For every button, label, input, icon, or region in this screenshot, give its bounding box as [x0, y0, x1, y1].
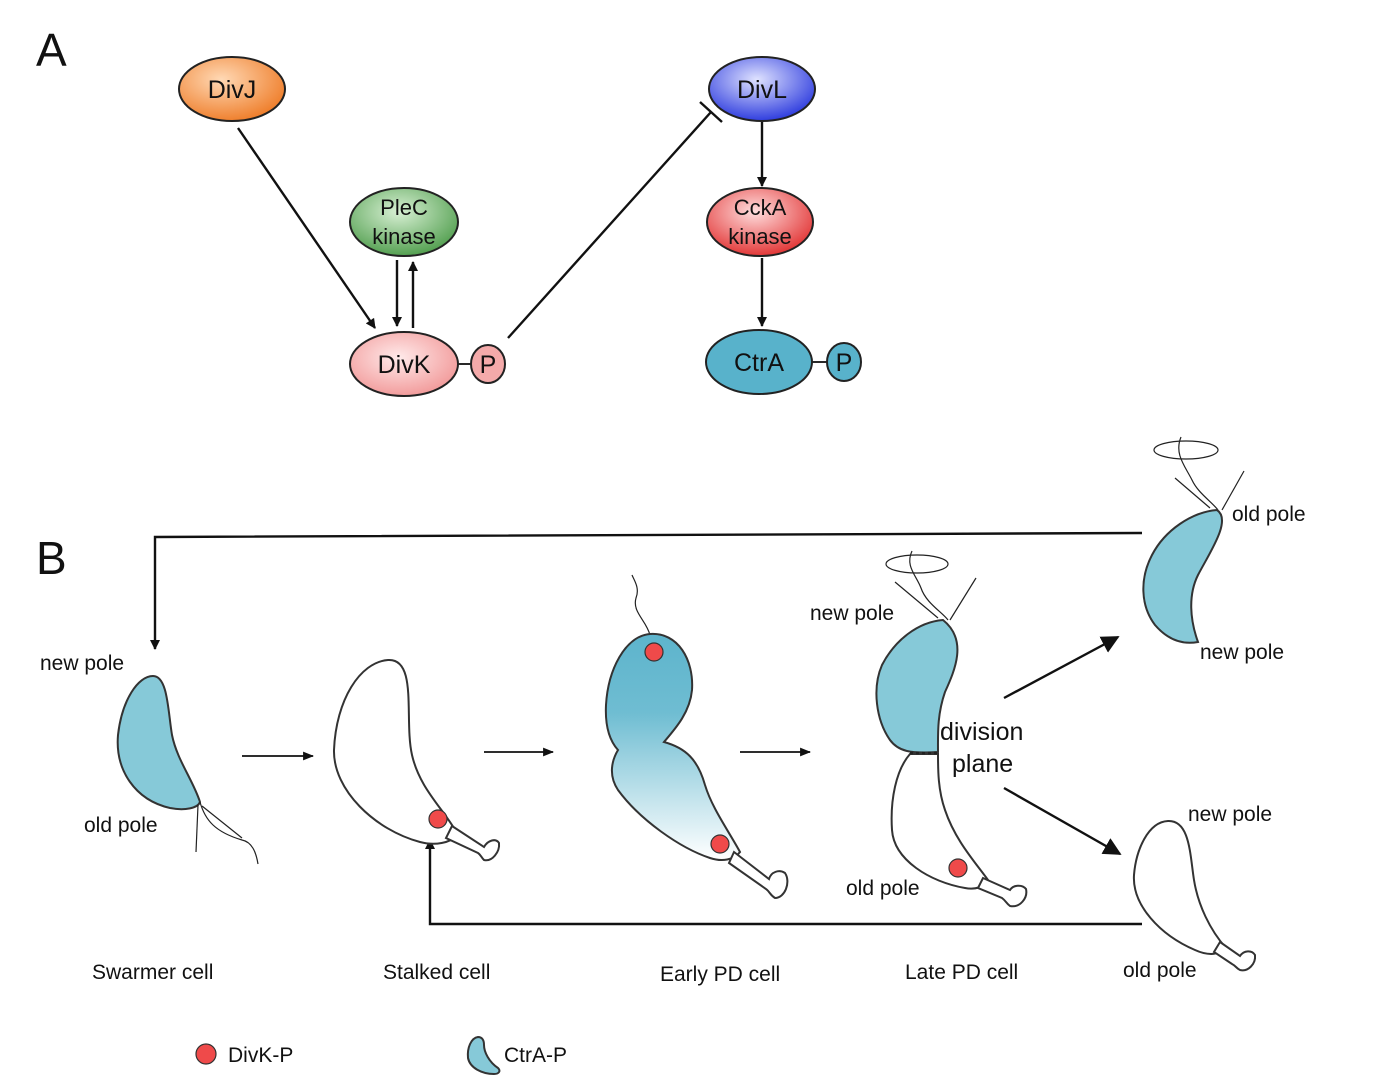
bottom-new-pole-label: new pole — [1188, 803, 1272, 826]
node-divj: DivJ — [178, 56, 286, 122]
swarmer-daughter-cell — [1142, 436, 1245, 644]
early-stalk — [727, 850, 789, 900]
panel-a-label: A — [36, 24, 67, 76]
loop-arrow-to-swarmer — [150, 531, 1143, 650]
late-divk-p-dot — [948, 858, 968, 878]
top-new-pole-label: new pole — [1200, 641, 1284, 664]
ctra-p-label: P — [836, 349, 853, 377]
swarmer-new-pole-label: new pole — [40, 652, 124, 675]
ccka-label-line2: kinase — [728, 224, 792, 249]
legend-divk-p-label: DivK-P — [228, 1044, 293, 1067]
late-new-pole-label: new pole — [810, 602, 894, 625]
divk-label: DivK — [378, 351, 431, 379]
early-divk-p-dot-bottom — [710, 834, 730, 854]
stage-caption-early-pd: Early PD cell — [660, 963, 780, 986]
node-plec-kinase: PleC kinase — [349, 187, 459, 257]
ccka-label-line1: CckA — [734, 195, 787, 220]
bottom-old-pole-label: old pole — [1123, 959, 1197, 982]
divk-p-label: P — [480, 351, 497, 379]
stage-caption-swarmer: Swarmer cell — [92, 961, 213, 984]
top-old-pole-label: old pole — [1232, 503, 1306, 526]
late-pd-cell — [875, 550, 1028, 908]
stalked-divk-p-dot — [428, 809, 448, 829]
arrow-divj-to-divk — [237, 127, 376, 329]
daughter-stalk — [1212, 940, 1257, 972]
legend-ctra-p-label: CtrA-P — [504, 1044, 567, 1067]
stalked-daughter-cell — [1132, 819, 1257, 972]
stage-caption-late-pd: Late PD cell — [905, 961, 1018, 984]
stalked-cell — [332, 658, 501, 862]
early-divk-p-dot-top — [644, 642, 664, 662]
divj-label: DivJ — [208, 76, 257, 104]
swarmer-old-pole-label: old pole — [84, 814, 158, 837]
late-pd-bottom-compartment — [890, 753, 990, 890]
legend-divk-p-dot — [195, 1043, 217, 1065]
swarmer-flagellum — [199, 801, 259, 865]
daughter-flagellum — [1153, 436, 1245, 511]
node-ctra: CtrA P — [705, 329, 862, 395]
late-old-pole-label: old pole — [846, 877, 920, 900]
arrow-late-to-swarmer-daughter — [1003, 635, 1120, 700]
stalked-stalk — [444, 824, 501, 862]
ctra-label: CtrA — [734, 349, 784, 377]
plec-label-line1: PleC — [380, 195, 428, 220]
ctra-phosphate: P — [826, 342, 862, 382]
division-label-line2: plane — [952, 750, 1013, 778]
node-divk: DivK P — [349, 331, 506, 397]
node-divl: DivL — [708, 56, 816, 122]
panel-b-label: B — [36, 532, 67, 584]
arrow-late-to-stalked-daughter — [1003, 786, 1122, 856]
loop-arrow-to-stalked — [425, 839, 1142, 926]
late-flagellum — [885, 550, 977, 621]
node-ccka-kinase: CckA kinase — [706, 187, 814, 257]
legend-ctra-p-cell-icon — [466, 1035, 501, 1076]
divk-phosphate: P — [470, 344, 506, 384]
plec-label-line2: kinase — [372, 224, 436, 249]
stage-caption-stalked: Stalked cell — [383, 961, 490, 984]
divl-label: DivL — [737, 76, 787, 104]
late-stalk — [976, 876, 1028, 908]
legend: DivK-P CtrA-P — [195, 1035, 567, 1076]
early-pd-cell — [604, 574, 789, 900]
inhibit-divkp-divl — [507, 111, 712, 339]
late-pd-top-compartment — [875, 618, 959, 754]
early-flagellum — [631, 574, 651, 636]
inhibit-bar — [699, 101, 723, 123]
swarmer-cell — [116, 674, 259, 865]
division-label-line1: division — [940, 718, 1023, 746]
